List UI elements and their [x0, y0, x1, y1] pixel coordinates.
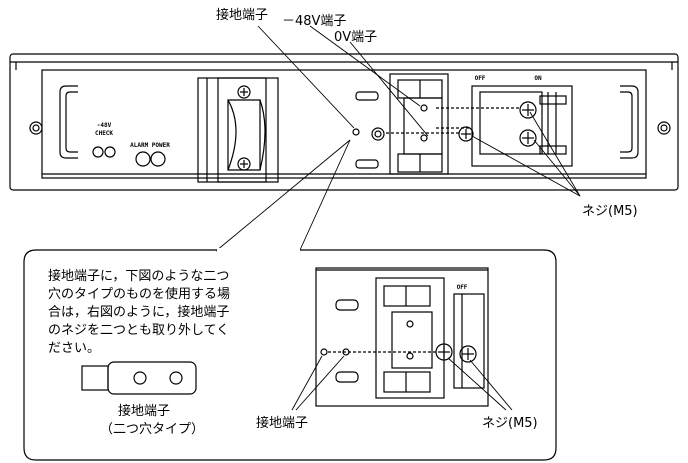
check-label-1: -48V	[97, 122, 112, 129]
two-hole-lug-icon	[81, 361, 197, 395]
terminal-block	[389, 73, 449, 175]
ground-terminal	[352, 127, 385, 141]
detail-screw-label: ネジ(M5)	[482, 416, 538, 431]
main-breaker	[471, 85, 573, 167]
wire-guides	[386, 107, 520, 134]
note-line: 合は，右図のように，接地端子	[48, 305, 230, 320]
note-line: のネジを二つとも取り外してく	[48, 323, 230, 338]
screw-m5-label: ネジ(M5)	[582, 204, 638, 219]
alarm-power-leds	[135, 151, 166, 167]
off-label: OFF	[475, 75, 486, 82]
note-line: ださい。	[48, 341, 101, 356]
rack-screw-left-icon	[29, 121, 43, 135]
detail-view	[291, 267, 513, 411]
power-panel	[9, 53, 679, 191]
detail-off-label: OFF	[457, 284, 468, 291]
callout-box	[23, 249, 557, 461]
handle-left	[59, 85, 78, 159]
standoff-posts	[355, 91, 379, 169]
on-label: ON	[534, 75, 542, 82]
screw-m5-icon	[458, 101, 537, 147]
minus48v-terminal-label: －48V端子	[282, 14, 347, 29]
check-jacks	[92, 146, 116, 158]
note-line: 穴のタイプのものを使用する場	[48, 287, 231, 302]
alarm-label: ALARM POWER	[130, 142, 170, 149]
instruction-note: 接地端子に，下図のような二つ 穴のタイプのものを使用する場 合は，右図のように，…	[48, 268, 278, 358]
ground-terminal-label: 接地端子	[216, 8, 269, 23]
handle-right	[620, 85, 639, 159]
terminal-caption-line2: （二つ穴タイプ）	[100, 422, 205, 437]
leader-lines	[257, 25, 581, 197]
detail-ground-label: 接地端子	[256, 416, 309, 431]
rack-screw-right-icon	[657, 121, 671, 135]
breaker-module	[197, 77, 279, 183]
note-line: 接地端子に，下図のような二つ	[48, 269, 230, 284]
terminal-caption-line1: 接地端子	[118, 404, 171, 419]
zero-v-terminal-label: 0V端子	[334, 30, 378, 45]
check-label-2: CHECK	[95, 130, 113, 137]
callout-pointer	[215, 139, 351, 252]
